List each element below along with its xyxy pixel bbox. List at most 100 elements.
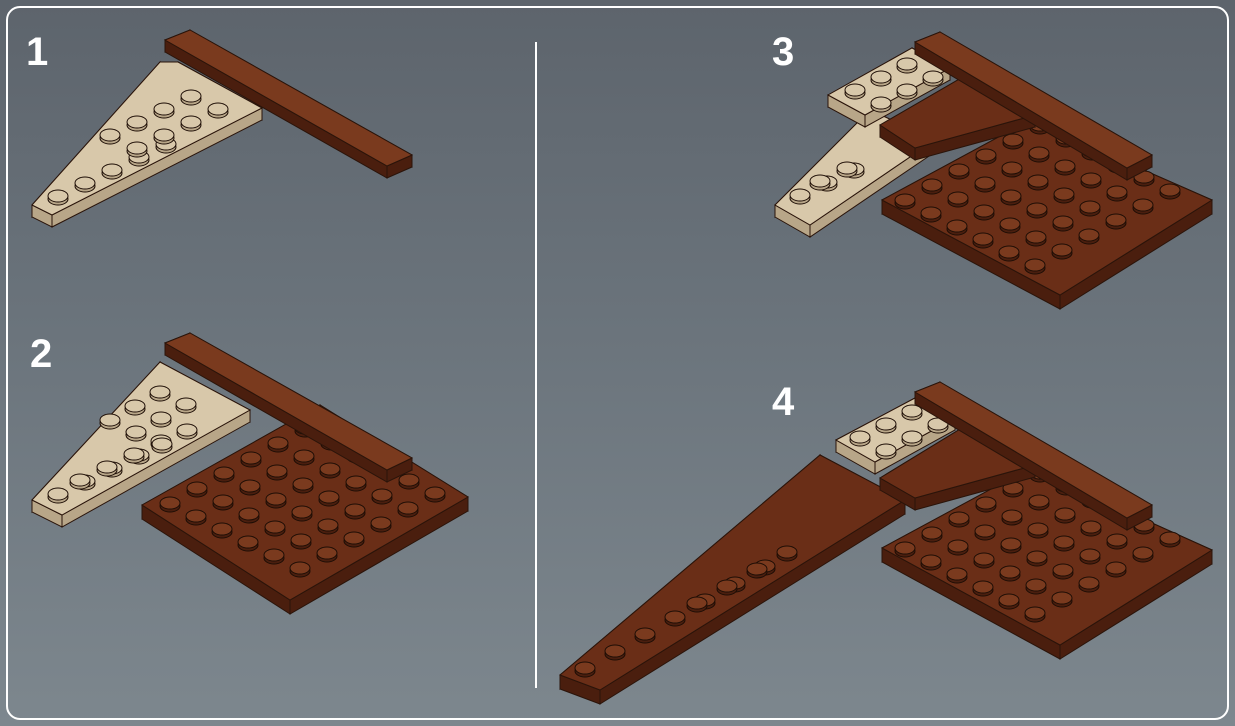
- stud: [1002, 162, 1022, 174]
- stud: [212, 523, 232, 535]
- stud: [837, 162, 857, 174]
- stud: [635, 628, 655, 640]
- stud: [181, 90, 201, 102]
- stud: [345, 504, 365, 516]
- stud: [1028, 523, 1048, 535]
- stud: [154, 129, 174, 141]
- stud: [399, 474, 419, 486]
- stud: [1028, 175, 1048, 187]
- stud: [177, 424, 197, 436]
- stud: [1054, 188, 1074, 200]
- stud: [151, 412, 171, 424]
- stud: [187, 482, 207, 494]
- stud: [214, 467, 234, 479]
- stud: [1080, 201, 1100, 213]
- stud: [292, 506, 312, 518]
- stud: [949, 164, 969, 176]
- stud: [850, 431, 870, 443]
- stud: [897, 84, 917, 96]
- stud: [176, 398, 196, 410]
- stud: [948, 192, 968, 204]
- stud: [70, 474, 90, 486]
- stud: [975, 177, 995, 189]
- stud: [895, 542, 915, 554]
- stud: [264, 549, 284, 561]
- stud: [1000, 218, 1020, 230]
- stud: [747, 563, 767, 575]
- stud: [1106, 214, 1126, 226]
- stud: [1053, 564, 1073, 576]
- stud: [810, 175, 830, 187]
- stud: [372, 489, 392, 501]
- stud: [241, 452, 261, 464]
- stud: [1133, 547, 1153, 559]
- stud: [923, 71, 943, 83]
- stud: [974, 553, 994, 565]
- stud: [1025, 259, 1045, 271]
- stud: [240, 480, 260, 492]
- stud: [319, 491, 339, 503]
- step-1-illustration: [32, 30, 412, 227]
- stud: [97, 461, 117, 473]
- stud: [266, 493, 286, 505]
- stud: [947, 568, 967, 580]
- stud: [48, 190, 68, 202]
- stud: [100, 129, 120, 141]
- stud: [897, 58, 917, 70]
- stud: [1080, 549, 1100, 561]
- stud: [1053, 216, 1073, 228]
- stud: [922, 179, 942, 191]
- stud: [665, 611, 685, 623]
- stud: [293, 478, 313, 490]
- stud: [1052, 244, 1072, 256]
- step-3-illustration: [775, 32, 1212, 309]
- stud: [1081, 521, 1101, 533]
- stud: [1002, 510, 1022, 522]
- stud: [1026, 231, 1046, 243]
- stud: [1029, 147, 1049, 159]
- step-4-illustration: [560, 382, 1212, 704]
- stud: [895, 194, 915, 206]
- stud: [845, 84, 865, 96]
- stud: [1106, 562, 1126, 574]
- stud: [1055, 508, 1075, 520]
- stud: [294, 450, 314, 462]
- stud: [973, 233, 993, 245]
- stud: [1055, 160, 1075, 172]
- stud: [102, 164, 122, 176]
- stud: [777, 546, 797, 558]
- stud: [344, 532, 364, 544]
- stud: [1052, 592, 1072, 604]
- stud: [921, 207, 941, 219]
- stud: [999, 246, 1019, 258]
- stud: [291, 534, 311, 546]
- stud: [213, 495, 233, 507]
- stud: [124, 448, 144, 460]
- stud: [717, 580, 737, 592]
- stud: [976, 497, 996, 509]
- stud: [398, 502, 418, 514]
- stud: [871, 97, 891, 109]
- stud: [48, 488, 68, 500]
- stud: [1000, 566, 1020, 578]
- stud: [1079, 229, 1099, 241]
- stud: [790, 189, 810, 201]
- stud: [1107, 534, 1127, 546]
- stud: [239, 508, 259, 520]
- stud: [290, 562, 310, 574]
- stud: [1003, 134, 1023, 146]
- stud: [154, 103, 174, 115]
- stud: [75, 177, 95, 189]
- stud: [976, 149, 996, 161]
- stud: [265, 521, 285, 533]
- stud: [1001, 190, 1021, 202]
- stud: [126, 426, 146, 438]
- stud: [921, 555, 941, 567]
- stud: [1027, 551, 1047, 563]
- stud: [1001, 538, 1021, 550]
- step-2-illustration: [32, 333, 468, 614]
- stud: [947, 220, 967, 232]
- stud: [1107, 186, 1127, 198]
